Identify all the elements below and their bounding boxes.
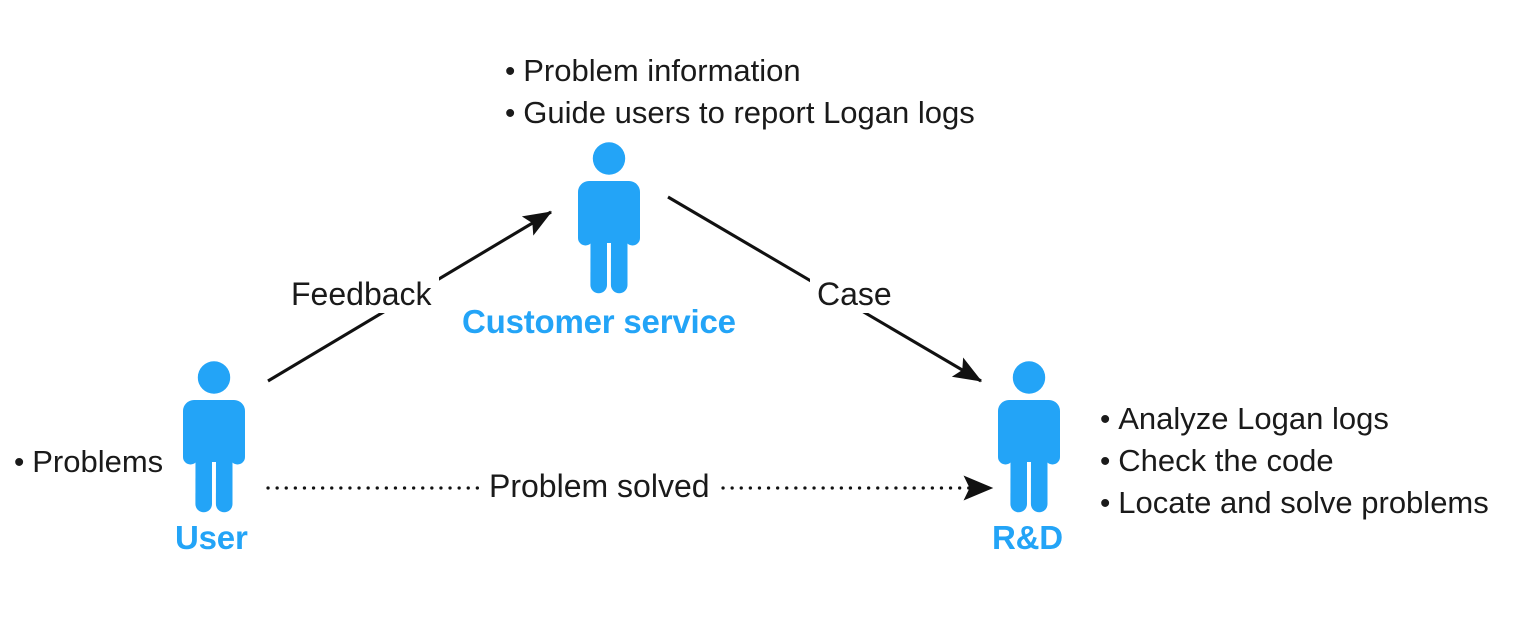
role-label-rnd: R&D — [992, 519, 1063, 556]
bullet-dot-icon: • — [505, 97, 516, 130]
bullet-dot-icon: • — [1100, 487, 1111, 520]
edge-label-problem-solved: Problem solved — [482, 468, 717, 505]
person-icon-rnd — [998, 361, 1060, 513]
bullet-dot-icon: • — [14, 446, 25, 479]
role-label-user: User — [175, 519, 248, 556]
bullet-dot-icon: • — [1100, 445, 1111, 478]
bullet-item: •Check the code — [1100, 443, 1334, 478]
bullet-item: •Problem information — [505, 53, 801, 88]
user-bullets: •Problems — [14, 441, 163, 483]
bullet-item: •Guide users to report Logan logs — [505, 95, 975, 130]
edge-label-feedback: Feedback — [284, 276, 439, 313]
bullet-item: •Problems — [14, 444, 164, 479]
person-icon-user — [183, 361, 245, 513]
rnd-bullets: •Analyze Logan logs •Check the code •Loc… — [1100, 398, 1489, 524]
person-icon-customer-service — [578, 142, 640, 294]
customer-service-bullets: •Problem information •Guide users to rep… — [505, 50, 975, 134]
bullet-dot-icon: • — [1100, 403, 1111, 436]
bullet-item: •Analyze Logan logs — [1100, 401, 1389, 436]
bullet-item: •Locate and solve problems — [1100, 485, 1489, 520]
role-label-customer-service: Customer service — [462, 303, 736, 340]
bullet-dot-icon: • — [505, 55, 516, 88]
edge-label-case: Case — [810, 276, 899, 313]
